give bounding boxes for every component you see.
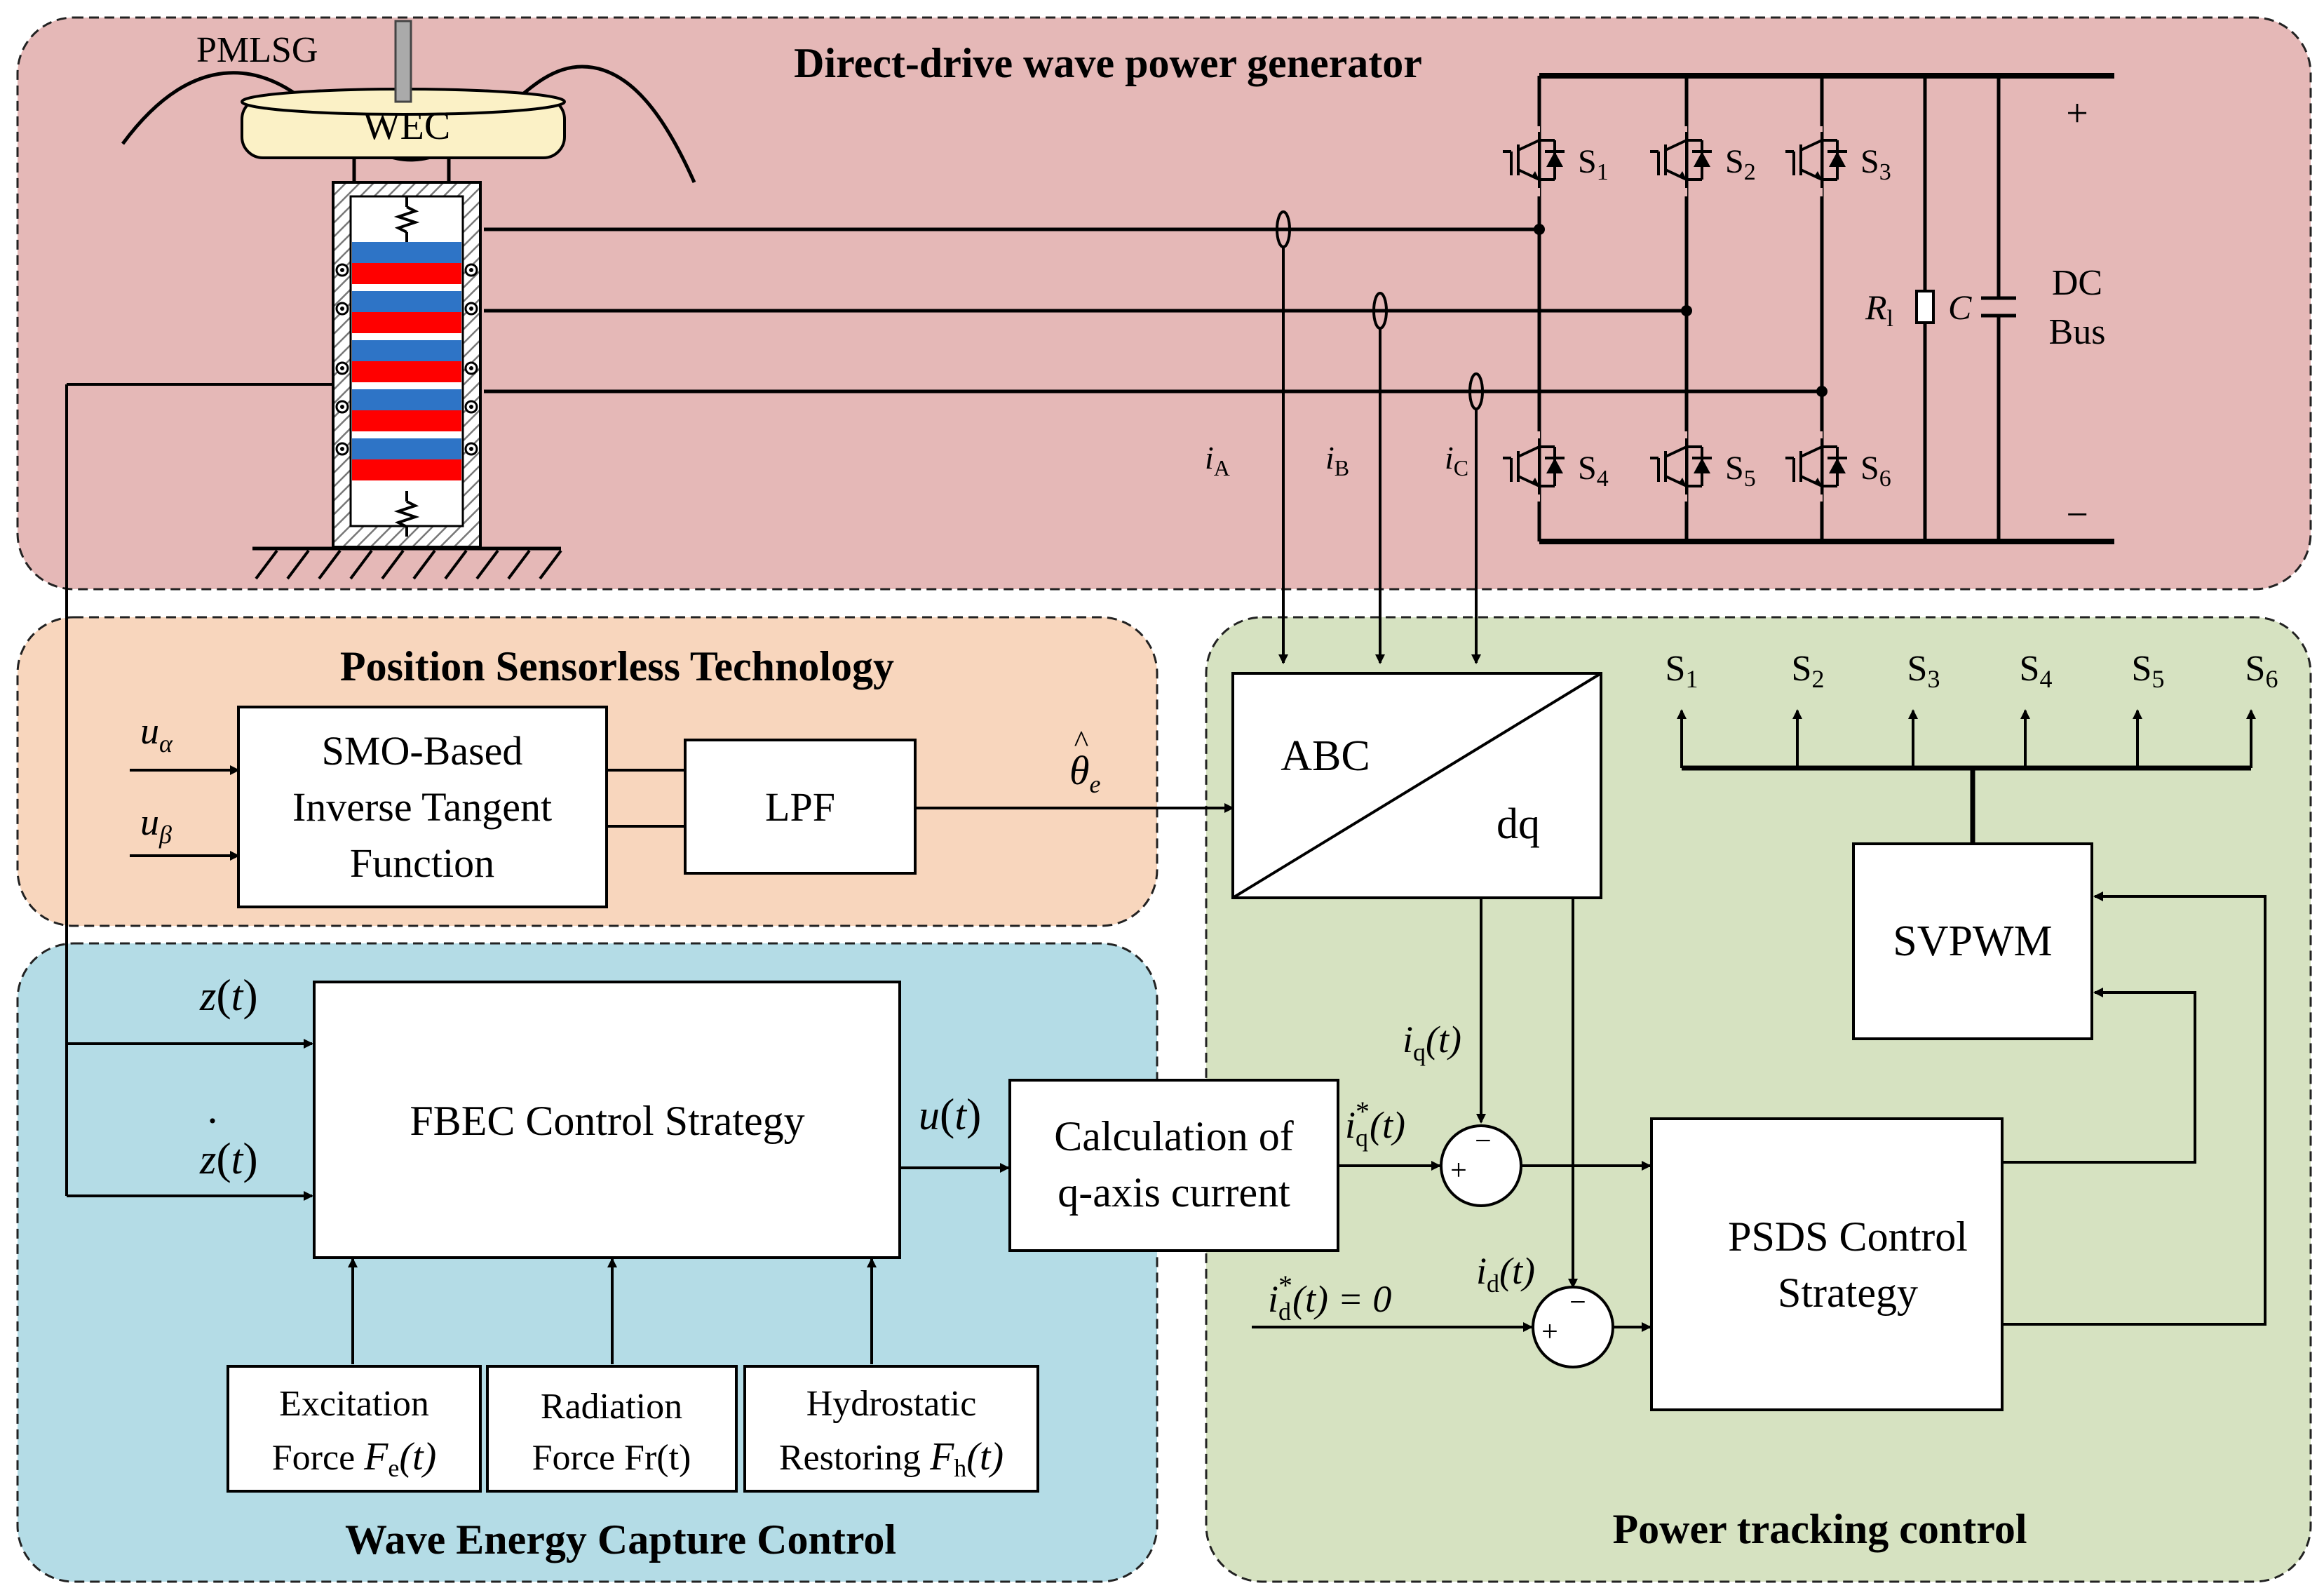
calc-line-2: q-axis current: [1058, 1169, 1290, 1216]
generator-region: [16, 16, 2312, 591]
output-s3: S3: [1907, 649, 1940, 693]
smo-line-2: Inverse Tangent: [292, 784, 552, 830]
pmlsg-label: PMLSG: [196, 30, 318, 70]
dc-plus: +: [2066, 92, 2088, 135]
q-axis-calc-block: [1008, 1079, 1339, 1252]
switch-label-s2: S2: [1725, 143, 1756, 185]
id-label: id(t): [1476, 1250, 1535, 1298]
current-label-a: iA: [1205, 440, 1230, 480]
theta-hat-accent: ^: [1074, 725, 1089, 759]
abc-label: ABC: [1281, 732, 1370, 780]
tracking-title: Power tracking control: [1612, 1506, 2027, 1552]
theta-hat-label: θe: [1069, 748, 1101, 798]
output-s5: S5: [2132, 649, 2165, 693]
u-alpha-label: uα: [140, 710, 173, 758]
switch-label-s3: S3: [1860, 143, 1891, 185]
radiation-line-1: Radiation: [541, 1387, 682, 1427]
pmlsg-generator: PMLSG WEC: [121, 20, 696, 580]
fbec-label: FBEC Control Strategy: [410, 1098, 804, 1144]
u-beta-label: uβ: [140, 801, 172, 849]
sensorless-title: Position Sensorless Technology: [340, 643, 894, 689]
capacitor-label: C: [1948, 288, 1972, 327]
d-sum-minus: −: [1569, 1286, 1586, 1319]
iq-label: iq(t): [1403, 1018, 1461, 1066]
switch-label-s1: S1: [1578, 143, 1609, 185]
q-sum-plus: +: [1450, 1155, 1467, 1187]
id-ref-label: id*(t) = 0: [1268, 1270, 1391, 1326]
phase-junctions: [1534, 224, 1828, 397]
dq-label: dq: [1497, 800, 1540, 848]
smo-line-3: Function: [350, 840, 494, 886]
zdot-label: z(t): [199, 1133, 258, 1183]
generator-title: Direct-drive wave power generator: [794, 40, 1422, 86]
dc-bus-label-1: DC: [2052, 263, 2102, 303]
z-label: z(t): [199, 970, 258, 1020]
smo-block: [237, 706, 608, 908]
output-s1: S1: [1666, 649, 1698, 693]
hydrostatic-force-block: [743, 1365, 1039, 1493]
psds-line-2: Strategy: [1778, 1270, 1918, 1316]
output-s2: S2: [1792, 649, 1825, 693]
fbec-block: [313, 981, 901, 1259]
current-label-c: iC: [1445, 440, 1468, 480]
calc-line-1: Calculation of: [1054, 1113, 1294, 1159]
capture-title: Wave Energy Capture Control: [345, 1516, 896, 1563]
top-spring: [393, 206, 420, 234]
iq-ref-label: iq*(t): [1345, 1096, 1405, 1152]
load-resistor: [1915, 290, 1935, 324]
switch-label-s6: S6: [1860, 450, 1891, 492]
dc-capacitor: [1981, 296, 2016, 318]
q-sum-minus: −: [1475, 1125, 1492, 1157]
radiation-force-block: [486, 1365, 738, 1493]
dc-minus: −: [2066, 493, 2088, 537]
psds-block: [1650, 1117, 2004, 1411]
buoy-rod: [394, 20, 412, 103]
excitation-line-1: Excitation: [279, 1384, 429, 1424]
d-sum-plus: +: [1541, 1316, 1558, 1348]
magnet-stack: [352, 242, 461, 480]
svpwm-label: SVPWM: [1893, 917, 2052, 965]
wec-label: WEC: [363, 105, 450, 148]
output-s6: S6: [2245, 649, 2278, 693]
output-s4: S4: [2020, 649, 2053, 693]
bottom-spring: [393, 500, 420, 528]
svpwm-block: [1852, 842, 2093, 1040]
psds-line-1: PSDS Control: [1728, 1213, 1968, 1260]
switch-label-s5: S5: [1725, 450, 1756, 492]
zdot-accent: ·: [205, 1098, 219, 1144]
current-label-b: iB: [1325, 440, 1349, 480]
resistor-label: Rl: [1865, 288, 1893, 332]
u-output-label: u(t): [919, 1089, 981, 1139]
dc-bus-label-2: Bus: [2049, 312, 2106, 352]
hydrostatic-line-2: Restoring Fh(t): [779, 1435, 1004, 1482]
excitation-force-block: [227, 1365, 482, 1493]
phase-lines: [484, 227, 1822, 393]
hydrostatic-line-1: Hydrostatic: [806, 1384, 977, 1424]
lpf-label: LPF: [765, 784, 835, 830]
excitation-line-2: Force Fe(t): [272, 1435, 436, 1482]
radiation-line-2: Force Fr(t): [532, 1438, 691, 1478]
switch-label-s4: S4: [1578, 450, 1609, 492]
smo-line-1: SMO-Based: [322, 728, 523, 774]
